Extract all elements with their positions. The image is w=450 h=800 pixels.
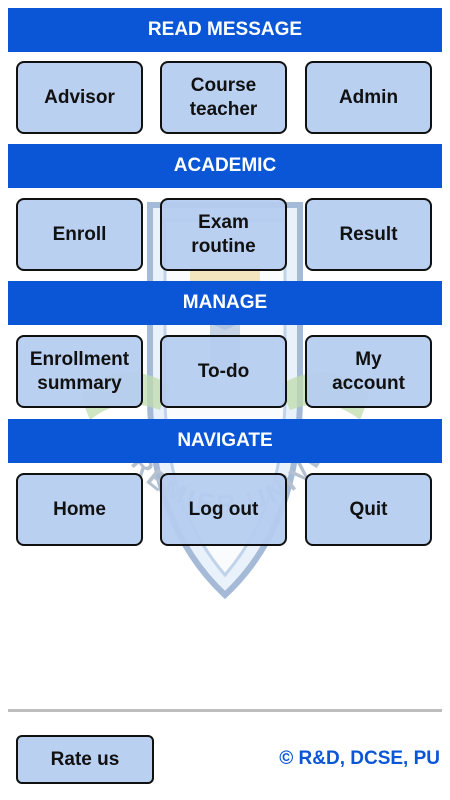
enroll-button-label: Enroll xyxy=(52,223,107,245)
exam-routine-button[interactable]: Exam routine xyxy=(160,198,287,271)
section-header-manage: MANAGE xyxy=(8,281,442,325)
enroll-button[interactable]: Enroll xyxy=(16,198,143,271)
home-button[interactable]: Home xyxy=(16,473,143,546)
admin-button-label: Admin xyxy=(338,86,399,108)
course-teacher-button-label: Course teacher xyxy=(189,74,258,120)
section-header-navigate: NAVIGATE xyxy=(8,419,442,463)
advisor-button[interactable]: Advisor xyxy=(16,61,143,134)
footer-divider xyxy=(8,709,442,712)
rate-us-button-label: Rate us xyxy=(50,748,120,770)
advisor-button-label: Advisor xyxy=(44,86,115,108)
exam-routine-button-label: Exam routine xyxy=(191,211,256,257)
section-header-read-message: READ MESSAGE xyxy=(8,8,442,52)
enrollment-summary-button-label: Enrollment summary xyxy=(29,348,130,394)
quit-button-label: Quit xyxy=(349,498,388,520)
section-header-academic: ACADEMIC xyxy=(8,144,442,188)
credit-text: © R&D, DCSE, PU xyxy=(279,748,440,769)
my-account-button-label: My account xyxy=(332,348,405,394)
my-account-button[interactable]: My account xyxy=(305,335,432,408)
rate-us-button[interactable]: Rate us xyxy=(16,735,154,784)
enrollment-summary-button[interactable]: Enrollment summary xyxy=(16,335,143,408)
result-button-label: Result xyxy=(339,223,398,245)
course-teacher-button[interactable]: Course teacher xyxy=(160,61,287,134)
result-button[interactable]: Result xyxy=(305,198,432,271)
quit-button[interactable]: Quit xyxy=(305,473,432,546)
to-do-button-label: To-do xyxy=(197,360,250,382)
home-button-label: Home xyxy=(53,498,106,520)
log-out-button-label: Log out xyxy=(188,498,259,520)
log-out-button[interactable]: Log out xyxy=(160,473,287,546)
admin-button[interactable]: Admin xyxy=(305,61,432,134)
to-do-button[interactable]: To-do xyxy=(160,335,287,408)
